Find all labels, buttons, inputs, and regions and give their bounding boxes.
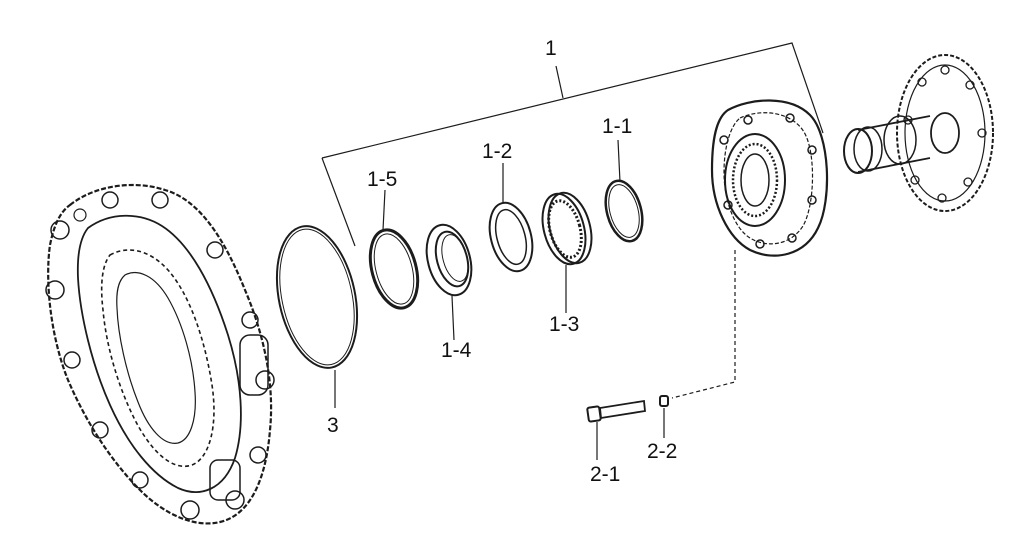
stator-shaft xyxy=(843,54,994,212)
callout-1-2: 1-2 xyxy=(482,140,512,163)
callout-1-3: 1-3 xyxy=(549,313,579,336)
callout-2-2: 2-2 xyxy=(647,440,677,463)
callout-1-4: 1-4 xyxy=(441,339,472,362)
o-ring-3 xyxy=(275,225,359,369)
plug-2-2 xyxy=(659,395,669,407)
snap-ring-1-1 xyxy=(604,179,644,243)
callout-2-1: 2-1 xyxy=(590,463,620,486)
snap-ring-1-5 xyxy=(368,228,420,310)
assembly-bracket xyxy=(321,42,824,159)
callout-3: 3 xyxy=(327,414,339,437)
callout-labels: 1 1-1 1-2 1-3 1-4 1-5 2-1 2-2 3 xyxy=(327,37,677,486)
bolt-2-1 xyxy=(586,399,646,423)
washer-1-2 xyxy=(488,201,534,273)
callout-1: 1 xyxy=(545,37,557,60)
leader-lines xyxy=(321,42,824,460)
callout-1-1: 1-1 xyxy=(602,115,632,138)
callout-1-5: 1-5 xyxy=(367,168,397,191)
oil-seal-1-4 xyxy=(425,223,473,297)
housing-cover xyxy=(45,183,275,525)
pump-housing-1 xyxy=(710,99,829,257)
needle-bearing-1-3 xyxy=(541,191,593,266)
